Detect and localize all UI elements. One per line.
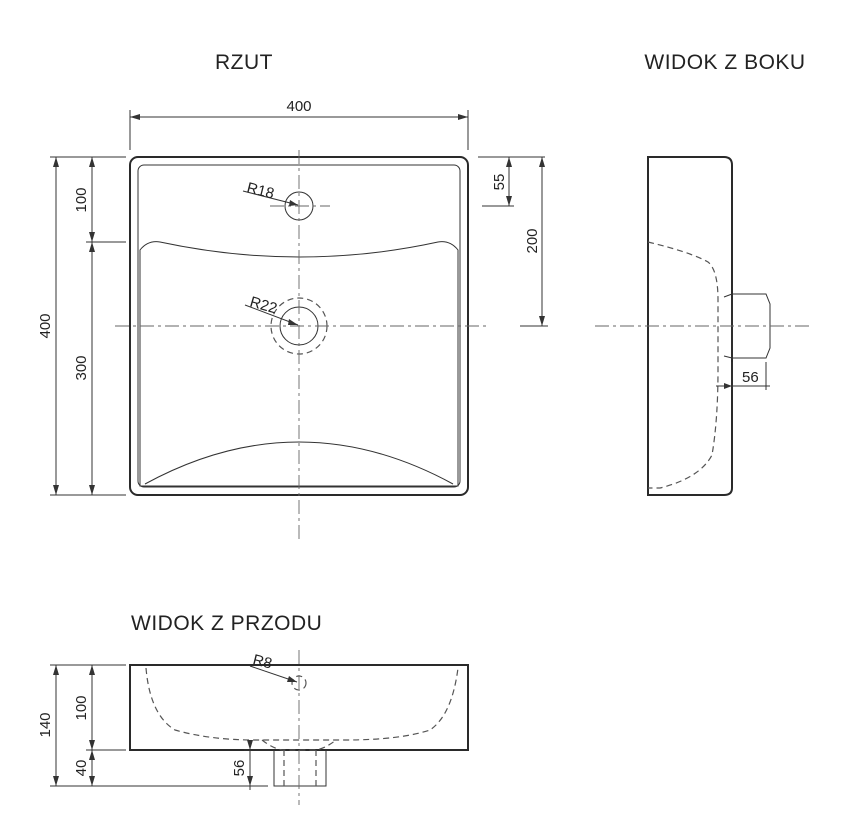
drain-radius-arrow [288,319,298,325]
drain-offset-arrow-top [539,157,545,167]
top-height-label: 100 [73,187,90,212]
bottom-height-arrow-top [89,242,95,252]
bowl-outline [139,241,459,487]
plan-view-title: RZUT [215,51,273,74]
front-upper-arrow-bottom [89,740,95,750]
front-outlet-height-label: 56 [231,760,248,777]
plan-view: R18 R22 400 400 100 300 55 [37,98,548,540]
outlet-arrow-left [724,383,732,389]
front-bowl-profile [145,667,459,741]
total-height-arrow-bottom [53,485,59,495]
side-view: 56 [595,156,810,496]
front-drain-neck [261,739,337,751]
tap-radius-arrow [289,200,298,206]
tap-offset-arrow-top [506,157,512,167]
width-arrow-right [458,114,468,120]
front-lower-arrow-bottom [89,776,95,786]
front-total-arrow-top [53,665,59,675]
overflow-radius-label: R8 [251,651,274,672]
tap-offset-label: 55 [491,174,508,191]
tap-radius-label: R18 [245,179,276,202]
front-outlet-arrow-bottom [247,776,253,786]
front-outlet-arrow-top [247,740,253,750]
width-label: 400 [286,98,311,115]
side-body-outline [647,156,733,496]
front-body-outline [129,664,469,751]
front-upper-height-label: 100 [73,695,90,720]
drain-offset-label: 200 [524,228,541,253]
tap-radius-leader [242,190,299,206]
side-view-title: WIDOK Z BOKU [644,51,805,74]
total-height-arrow-top [53,157,59,167]
bowl-front-curve [144,441,454,485]
front-view: R8 140 100 40 56 [37,650,469,805]
front-lower-arrow-top [89,750,95,760]
front-lower-height-label: 40 [73,760,90,777]
total-height-label: 400 [37,313,54,338]
tap-offset-arrow-bottom [506,196,512,206]
side-bowl-profile [647,241,719,489]
front-outlet [273,750,327,787]
front-view-title: WIDOK Z PRZODU [131,612,322,635]
drain-offset-arrow-bottom [539,316,545,326]
width-arrow-left [130,114,140,120]
front-total-arrow-bottom [53,776,59,786]
outlet-length-label: 56 [742,369,759,386]
top-height-arrow-bottom [89,232,95,242]
bottom-height-label: 300 [73,355,90,380]
front-total-height-label: 140 [37,712,54,737]
front-upper-arrow-top [89,665,95,675]
bottom-height-arrow-bottom [89,485,95,495]
drain-radius-label: R22 [248,294,279,318]
overflow-radius-arrow [287,676,297,682]
top-height-arrow-top [89,157,95,167]
